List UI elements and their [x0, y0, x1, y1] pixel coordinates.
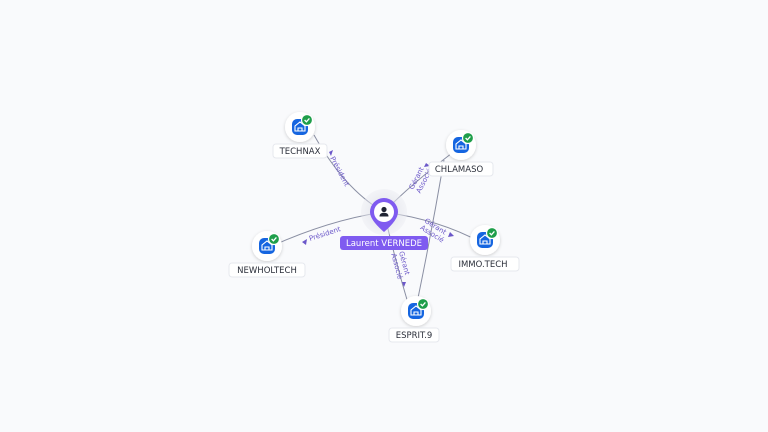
person-name: Laurent VERNEDE [346, 239, 422, 249]
check-mark [465, 135, 471, 141]
person-label-box [340, 236, 428, 250]
node-label-box [272, 143, 328, 159]
company-label: CHLAMASO [435, 165, 484, 175]
check-icon [416, 297, 430, 311]
check-icon [267, 232, 281, 246]
check-mark [304, 117, 310, 123]
check-icon [300, 113, 314, 127]
company-label: ESPRIT.9 [396, 331, 433, 341]
company-node-esprit9[interactable]: ESPRIT.9 [388, 296, 440, 343]
company-node-chlamaso[interactable]: CHLAMASO [428, 130, 494, 177]
node-label-box [428, 161, 494, 177]
check-mark [489, 230, 495, 236]
check-mark [271, 236, 277, 242]
arrow-immotech [448, 232, 454, 237]
check-mark [420, 301, 426, 307]
node-label-box [228, 262, 306, 278]
company-label: IMMO.TECH [458, 260, 507, 270]
arrow-technax [329, 150, 333, 156]
arrows-layer [302, 150, 454, 287]
company-node-technax[interactable]: TECHNAX [272, 112, 328, 159]
arrow-esprit9 [402, 282, 406, 287]
company-node-newholtech[interactable]: NEWHOLTECH [228, 231, 306, 278]
arrow-newholtech [302, 239, 307, 245]
company-label: NEWHOLTECH [237, 266, 297, 276]
person-icon [379, 206, 389, 217]
relation-label-newholtech: Président [308, 225, 342, 243]
person-node[interactable]: Laurent VERNEDE [340, 189, 428, 250]
company-node-immotech[interactable]: IMMO.TECH [450, 225, 520, 272]
relation-label-esprit9: Gérant Associé [389, 250, 411, 280]
company-label: TECHNAX [279, 147, 321, 157]
node-label-box [450, 256, 520, 272]
check-icon [461, 131, 475, 145]
node-label-box [388, 327, 440, 343]
relation-label-technax: Président [328, 155, 351, 188]
check-icon [485, 226, 499, 240]
